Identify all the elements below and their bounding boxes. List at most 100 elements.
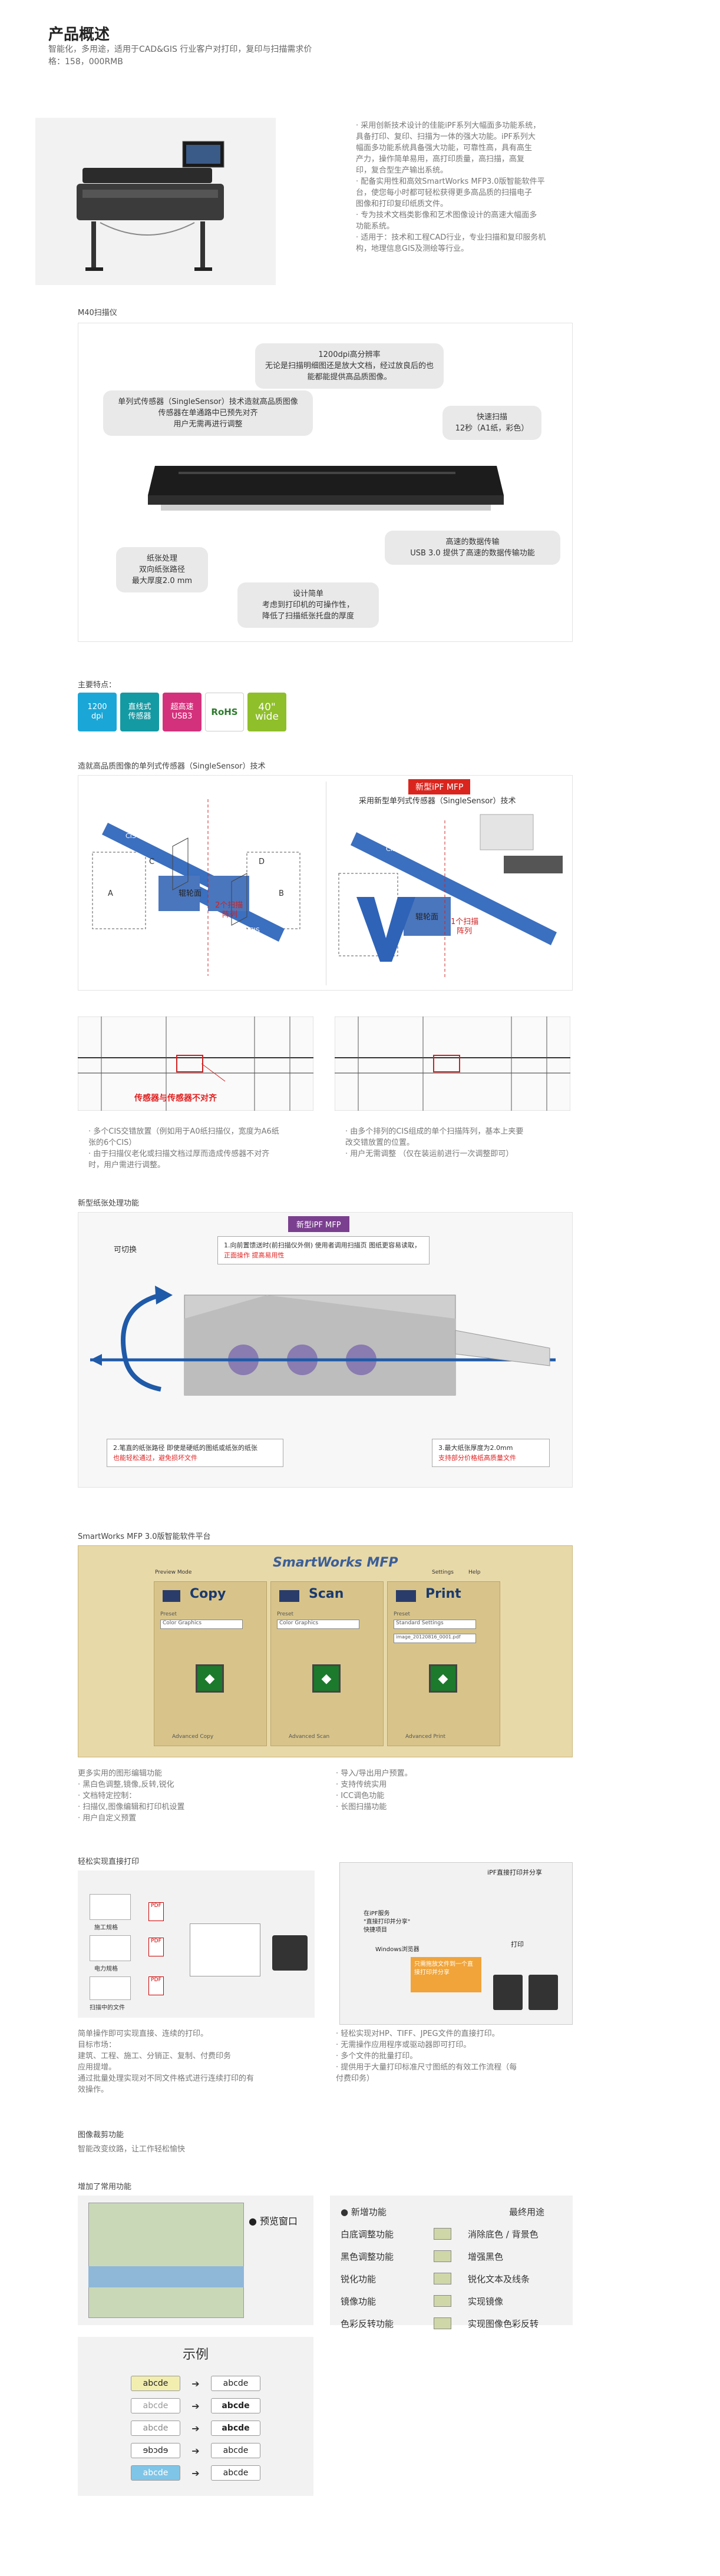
compare-right-drawing xyxy=(335,1017,570,1111)
settings-button[interactable]: Settings xyxy=(432,1570,454,1575)
badge-40-wide: 40"wide xyxy=(247,693,286,731)
direct-print-label: 轻松实现直接打印 xyxy=(78,1857,140,1866)
preview-mode-button[interactable]: Preview Mode xyxy=(155,1570,192,1575)
sensor-new-diagram: 辊轮面 1个扫描 阵列 CIS xyxy=(338,814,563,979)
new-sensor-desc: 采用新型单列式传感器（SingleSensor）技术 xyxy=(359,797,516,806)
direct-print-left-panel: 施工规格 电力规格 扫描中的文件 PDF PDF PDF xyxy=(78,1870,315,2018)
compare-left-bullets: · 多个CIS交错放置（例如用于A0纸扫描仪，宽度为A6纸 张的6个CIS） ·… xyxy=(88,1127,279,1170)
example-title: 示例 xyxy=(182,2347,209,2362)
advanced-scan-button[interactable]: Advanced Scan xyxy=(289,1734,330,1740)
example-row: abcde ➔ abcde xyxy=(131,2417,260,2439)
file-thumb-3 xyxy=(90,1976,131,2000)
advanced-copy-button[interactable]: Advanced Copy xyxy=(172,1734,214,1740)
roller-label: 辊轮面 xyxy=(415,913,438,922)
switch-label: 可切换 xyxy=(114,1246,137,1254)
pdf-badge: PDF xyxy=(148,1976,164,1995)
function-icon xyxy=(434,2273,451,2284)
page-title: 产品概述 xyxy=(48,26,110,44)
help-button[interactable]: Help xyxy=(468,1570,481,1575)
advanced-print-button[interactable]: Advanced Print xyxy=(405,1734,446,1740)
print-arrow-label: 打印 xyxy=(511,1941,524,1948)
callout-design: 设计简单 考虑到打印机的可操作性， 降低了扫描纸张托盘的厚度 xyxy=(237,582,379,628)
scan-start-button[interactable]: ◆ xyxy=(312,1664,341,1693)
example-row: abcde ➔ abcde xyxy=(131,2395,260,2417)
drag-drop-box: 只需拖放文件到一个直接打印并分享 xyxy=(411,1957,481,1992)
printer-thumb xyxy=(272,1935,308,1971)
arrow-right-icon: ➔ xyxy=(191,2400,200,2412)
example-rows: abcde ➔ abcde abcde ➔ abcde abcde ➔ abcd… xyxy=(131,2372,260,2484)
new-ipf-tag: 新型iPF MFP xyxy=(408,779,471,794)
sensor-panel: A B C D CIS CIS 辊轮面 2个扫描 阵列 新型iPF MFP 采用… xyxy=(78,775,573,991)
new-functions-header: ● 新增功能 xyxy=(341,2206,387,2217)
overview-bullets: · 采用创新技术设计的佳能iPF系列大幅面多功能系统， 具备打印、复印、扫描为一… xyxy=(356,120,603,254)
end-use-header: 最终用途 xyxy=(508,2206,544,2217)
label-b: B xyxy=(279,889,284,898)
callout-fast-scan: 快速扫描 12秒（A1纸，彩色） xyxy=(442,406,541,440)
function-row: 黑色调整功能 增强黑色 xyxy=(341,2250,504,2262)
software-screenshot xyxy=(190,1923,260,1976)
function-row: 白底调整功能 消除底色 / 背景色 xyxy=(341,2228,539,2240)
print-start-button[interactable]: ◆ xyxy=(429,1664,457,1693)
print-icon xyxy=(396,1590,416,1602)
direct-print-right-panel: iPF直接打印并分享 在iPF服务 "直接打印并分享" 快捷项目 Windows… xyxy=(339,1862,573,2025)
smartworks-title: SmartWorks MFP xyxy=(273,1555,398,1570)
cis-label: CIS xyxy=(125,832,136,840)
file-caption-1: 施工规格 xyxy=(94,1925,118,1931)
image-cut-desc: 智能改变纹路，让工作轻松愉快 xyxy=(78,2145,186,2154)
scanner-image xyxy=(148,466,504,511)
features-label: 主要特点： xyxy=(78,681,117,690)
callout-usb: 高速的数据传输 USB 3.0 提供了高速的数据传输功能 xyxy=(385,531,560,565)
paper-path-tag: 新型iPF MFP xyxy=(288,1216,349,1232)
copy-start-button[interactable]: ◆ xyxy=(196,1664,224,1693)
badge-sensor: 直线式传感器 xyxy=(120,693,159,731)
direct-print-right-text: · 轻松实现对HP、TIFF、JPEG文件的直接打印。 · 无需操作应用程序或驱… xyxy=(336,2029,517,2083)
arrow-right-icon: ➔ xyxy=(191,2378,200,2389)
function-icon xyxy=(434,2228,451,2240)
two-array-caption: 阵列 xyxy=(222,910,237,919)
scan-preset-select[interactable]: Color Graphics xyxy=(277,1620,359,1629)
function-row: 锐化功能 锐化文本及线条 xyxy=(341,2273,530,2284)
paper-path-drawing xyxy=(90,1286,556,1396)
file-thumb-1 xyxy=(90,1894,131,1920)
paper-path-label: 新型纸张处理功能 xyxy=(78,1199,140,1208)
note-3: 3.最大纸张厚度为2.0mm 支持部分价格纸高质量文件 xyxy=(432,1439,550,1467)
copy-icon xyxy=(163,1590,180,1602)
preview-window-label: ● 预览窗口 xyxy=(249,2216,298,2227)
one-array-caption: 阵列 xyxy=(457,927,472,936)
arrow-right-icon: ➔ xyxy=(191,2467,200,2479)
share-box-title: iPF直接打印并分享 xyxy=(487,1869,543,1876)
label-d: D xyxy=(259,857,265,866)
note-2: 2.笔直的纸张路径 即使是硬纸的图纸或纸张的纸张 也能轻松通过，避免损坏文件 xyxy=(107,1439,283,1467)
printer-thumb xyxy=(493,1975,523,2010)
print-title: Print xyxy=(425,1587,461,1601)
cis-label: CIS xyxy=(386,845,397,853)
function-icon xyxy=(434,2317,451,2329)
sensor-label: 造就高品质图像的单列式传感器（SingleSensor）技术 xyxy=(78,762,266,771)
ipf-service-label: 在iPF服务 "直接打印并分享" 快捷项目 xyxy=(364,1911,411,1933)
overview-bullet: 具备打印、复印、扫描为一体的强大功能。iPF系列大 xyxy=(356,133,536,141)
image-cut-label: 图像裁剪功能 xyxy=(78,2131,124,2140)
overview-bullet: 产力，操作简单易用，高打印质量，高扫描，高复 xyxy=(356,155,525,164)
m40-panel: 1200dpi高分辨率 无论是扫描明细图还是放大文档，经过放良后的也 能都能提供… xyxy=(78,323,573,642)
printer-image xyxy=(77,141,224,271)
callout-resolution: 1200dpi高分辨率 无论是扫描明细图还是放大文档，经过放良后的也 能都能提供… xyxy=(255,343,444,389)
example-panel: 示例 abcde ➔ abcde abcde ➔ abcde abcde ➔ a… xyxy=(78,2337,313,2496)
note-1: 1.向前置馈送时(前扫描仪外侧) 使用者调用扫描页 图纸更容易读取， 正面操作 … xyxy=(217,1236,430,1264)
map-preview xyxy=(88,2203,244,2318)
print-preset-select[interactable]: Standard Settings xyxy=(394,1620,476,1629)
print-panel: Print Preset Standard Settings image_201… xyxy=(387,1581,500,1746)
pdf-badge: PDF xyxy=(148,1938,164,1956)
one-array-caption: 1个扫描 xyxy=(451,918,478,926)
copy-preset-select[interactable]: Color Graphics xyxy=(160,1620,243,1629)
printer-thumb xyxy=(529,1975,558,2010)
page-subtitle: 智能化，多用途，适用于CAD&GIS 行业客户对打印，复印与扫描需求价 格：15… xyxy=(48,45,312,67)
file-thumb-2 xyxy=(90,1935,131,1961)
print-file-field[interactable]: image_20120816_0001.pdf xyxy=(394,1634,476,1643)
windows-explorer-label: Windows浏览器 xyxy=(375,1946,420,1953)
overview-bullet: 图像和打印复印纸质文件。 xyxy=(356,200,448,208)
file-caption-3: 扫描中的文件 xyxy=(90,2005,125,2011)
overview-bullet: · 采用创新技术设计的佳能iPF系列大幅面多功能系统， xyxy=(356,121,541,130)
compare-right-bullets: · 由多个排列的CIS组成的单个扫描阵列，基本上夹要 改交错放置的位置。 · 用… xyxy=(345,1127,524,1158)
